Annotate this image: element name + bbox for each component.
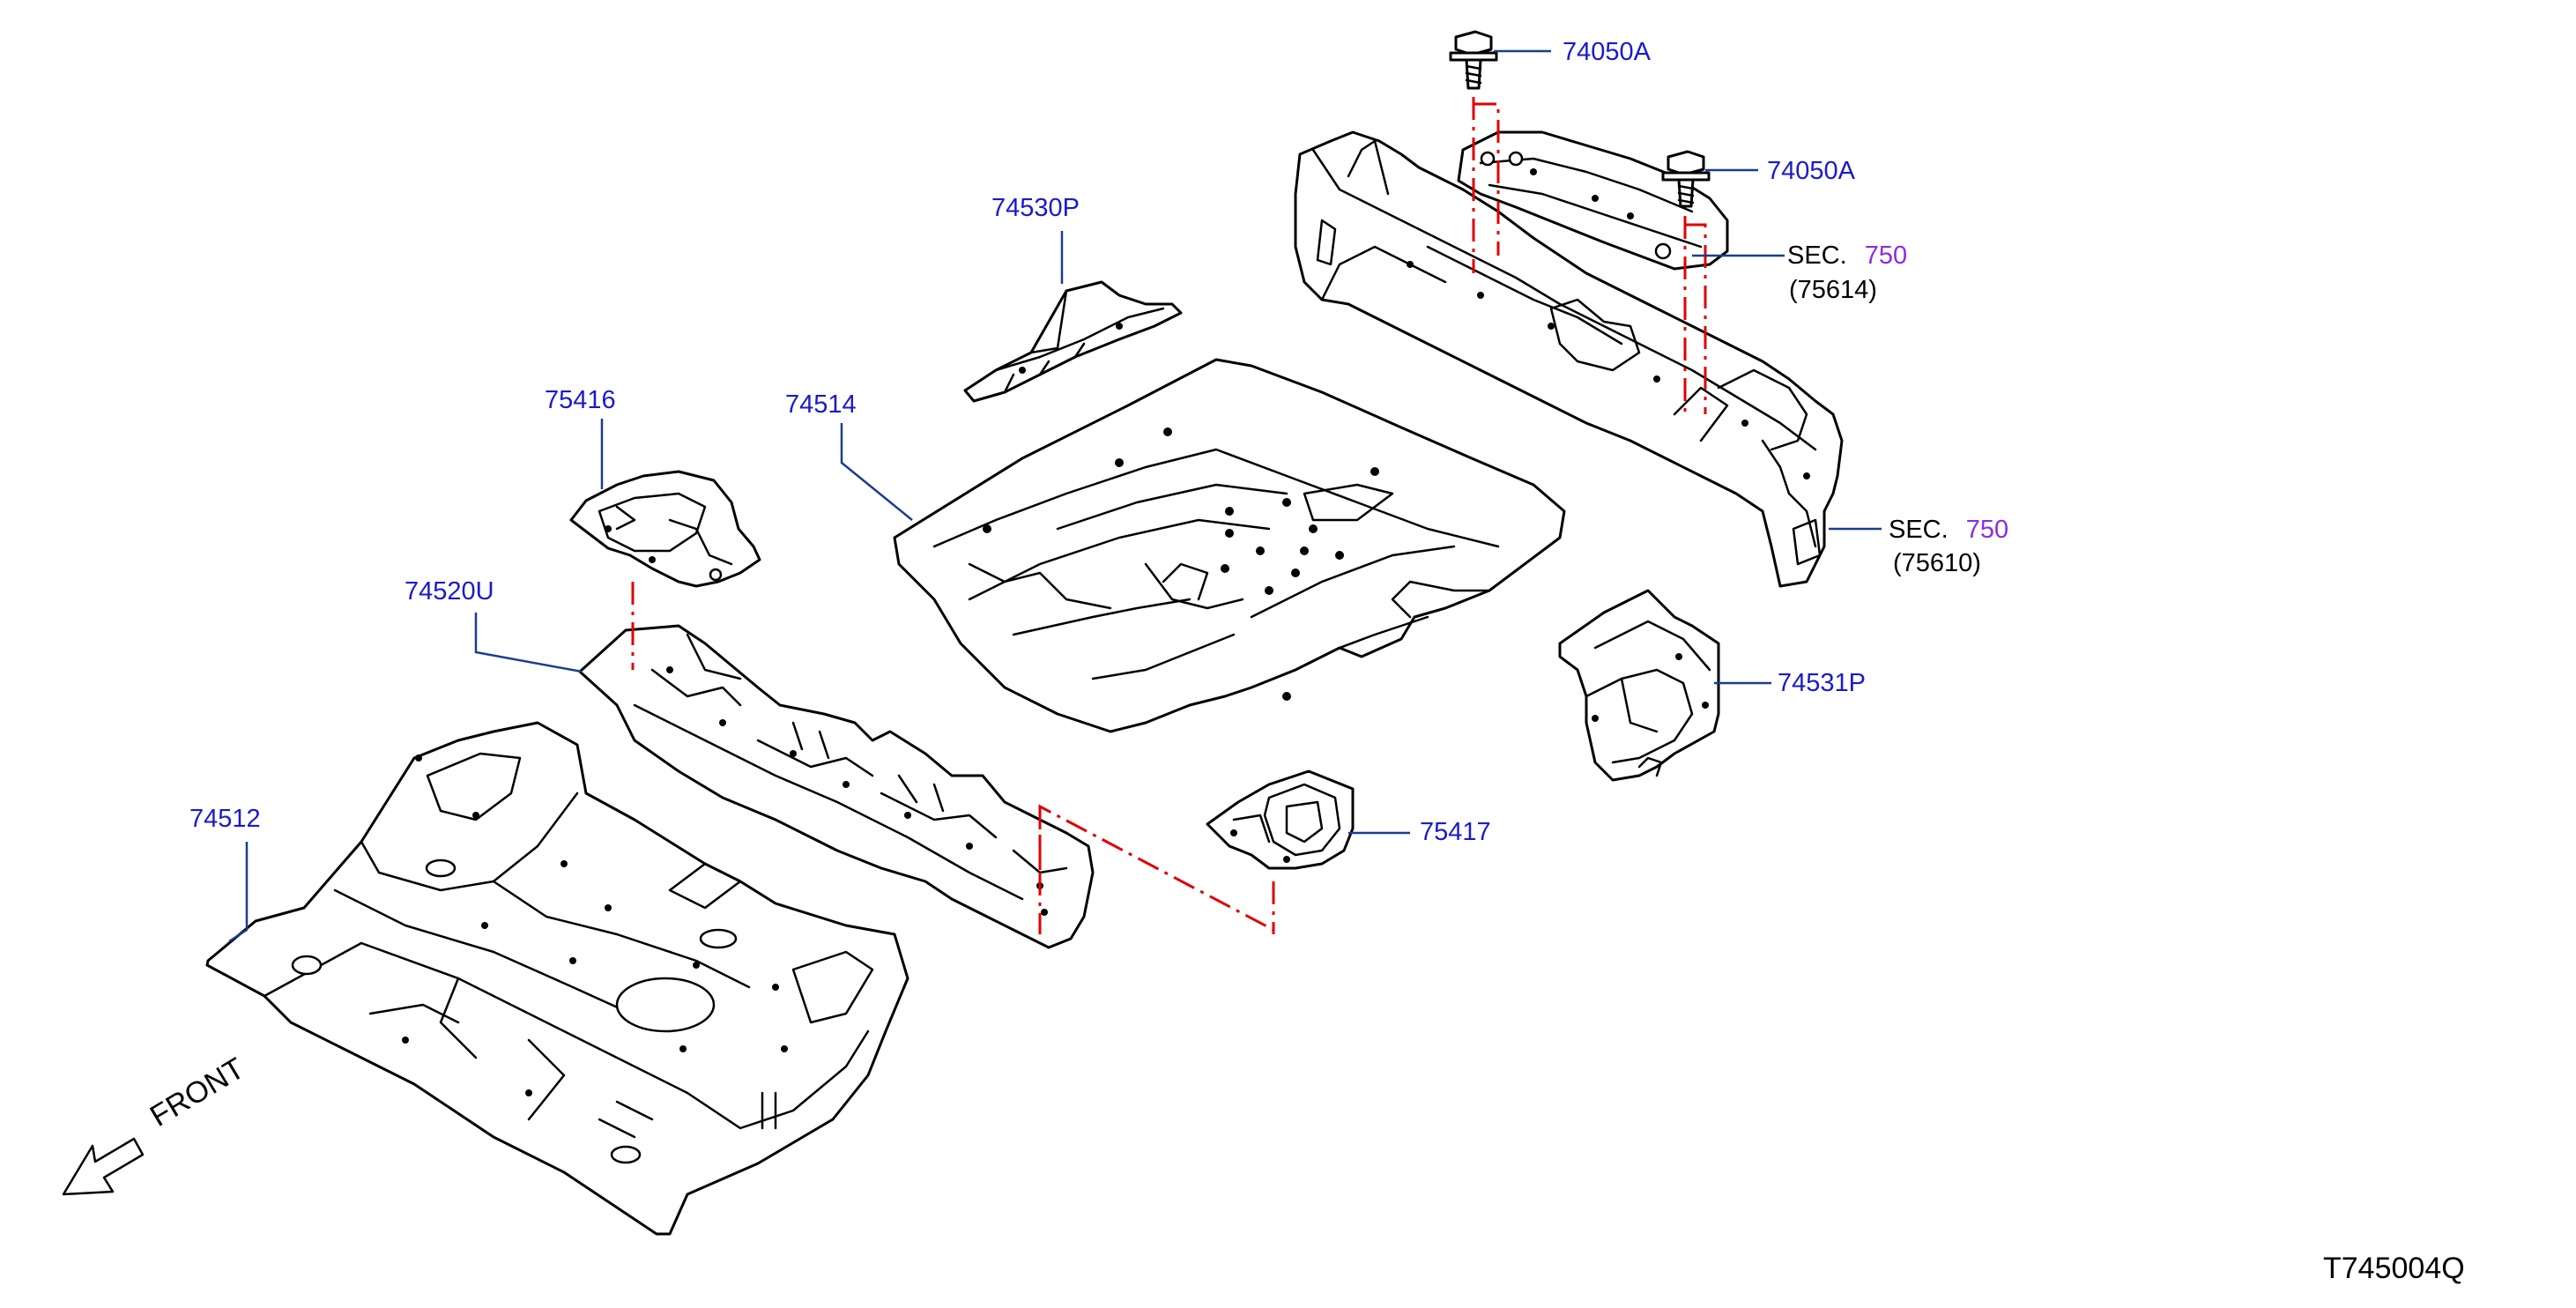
part-rear-cross-member[interactable] xyxy=(1294,130,1844,588)
leader-74512 xyxy=(228,842,249,943)
part-74514-rear-floor[interactable] xyxy=(893,358,1566,733)
part-74530P-rail[interactable] xyxy=(963,280,1183,403)
label-75417[interactable]: 75417 xyxy=(1420,818,1491,846)
label-sec-75610-sub: (75610) xyxy=(1893,549,1981,577)
label-sec-75614-sub: (75614) xyxy=(1789,276,1877,304)
assembly-dashed-lines xyxy=(631,97,1707,939)
dash-bolt-mid-bracket xyxy=(1685,223,1707,414)
label-74531P[interactable]: 74531P xyxy=(1778,669,1866,697)
sec-prefix: SEC. xyxy=(1889,516,1949,544)
bolt-74050A-top[interactable] xyxy=(1449,30,1498,90)
label-74512[interactable]: 74512 xyxy=(189,805,261,833)
sec-prefix: SEC. xyxy=(1787,242,1847,270)
part-74520U-center-member[interactable] xyxy=(578,624,1095,949)
drawing-code: T745004Q xyxy=(2323,1252,2465,1285)
part-74531P-extension[interactable] xyxy=(1558,589,1720,782)
leader-lines xyxy=(228,49,1882,943)
part-75417-bracket[interactable] xyxy=(1206,769,1355,870)
dash-75417 xyxy=(1038,804,1275,939)
label-sec-750-75614[interactable]: SEC. 750 xyxy=(1787,243,1907,269)
label-sec-750-75610[interactable]: SEC. 750 xyxy=(1889,517,2008,543)
label-74530P[interactable]: 74530P xyxy=(991,194,1080,222)
label-74050A-mid[interactable]: 74050A xyxy=(1767,157,1855,185)
leader-74520u xyxy=(474,613,583,673)
part-75416-bracket[interactable] xyxy=(569,470,761,588)
label-75416[interactable]: 75416 xyxy=(545,386,616,414)
sec-number: 750 xyxy=(1965,516,2009,544)
front-arrow-icon xyxy=(62,1137,145,1196)
label-74514[interactable]: 74514 xyxy=(785,390,857,419)
sec-number: 750 xyxy=(1864,242,1908,270)
dash-bolt-top-bracket xyxy=(1474,102,1500,256)
bolt-74050A-mid[interactable] xyxy=(1661,150,1711,208)
label-74050A-top[interactable]: 74050A xyxy=(1563,38,1651,66)
label-74520U[interactable]: 74520U xyxy=(405,577,494,606)
part-74512-front-floor[interactable] xyxy=(205,721,909,1236)
leader-74514 xyxy=(840,423,913,521)
